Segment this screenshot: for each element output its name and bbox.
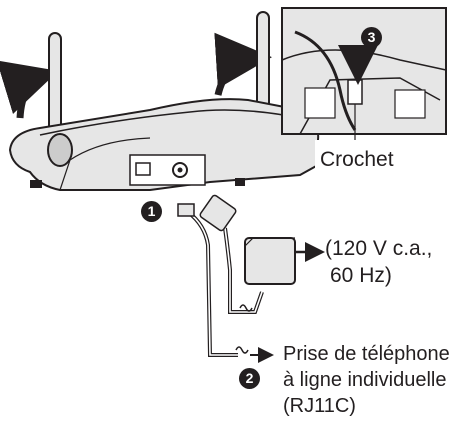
- phone-jack: [135, 162, 151, 176]
- power-spec-line-2: 60 Hz): [330, 264, 392, 287]
- ac-adaptor: [244, 237, 296, 285]
- barrel-plug: [199, 194, 237, 232]
- inset-cord: [294, 30, 357, 131]
- phone-jack-line-1: Prise de téléphone: [283, 343, 450, 365]
- phone-jack-line-2: à ligne individuelle: [283, 369, 447, 391]
- step-3-badge: 3: [361, 27, 382, 48]
- step-1-badge: 1: [141, 201, 162, 222]
- hook-clip: [347, 79, 363, 105]
- step-2-badge: 2: [239, 368, 260, 389]
- power-spec-line-1: (120 V c.a.,: [325, 237, 433, 260]
- rotate-arrow-left: [0, 60, 59, 119]
- hook-label: Crochet: [320, 148, 394, 171]
- phone-jack-line-3: (RJ11C): [283, 395, 356, 417]
- rotate-arrow-right: [214, 32, 272, 96]
- modular-plug: [177, 203, 195, 217]
